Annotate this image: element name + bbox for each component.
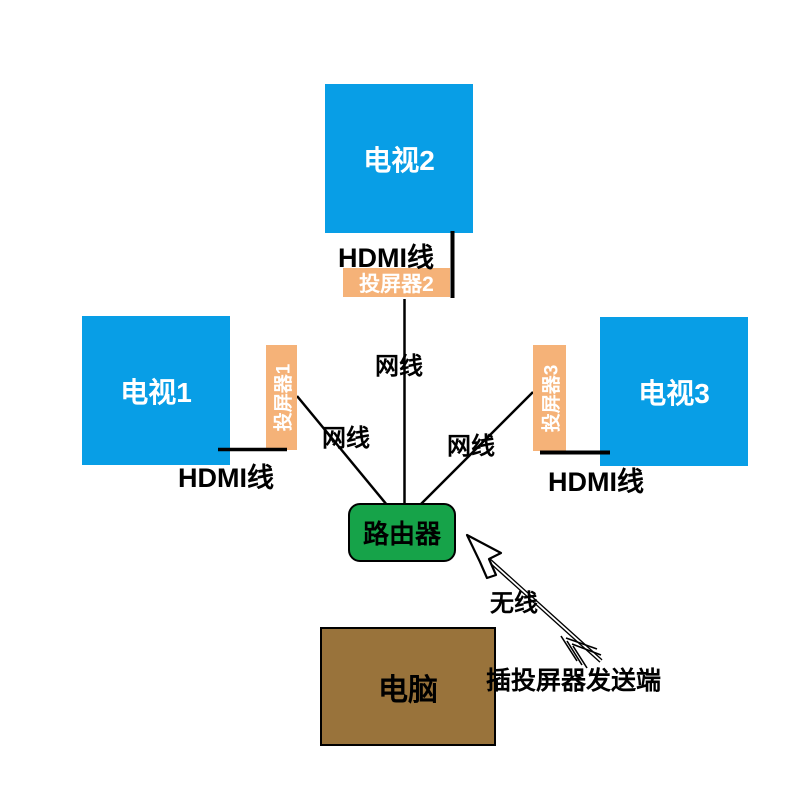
computer-label: 电脑 bbox=[378, 673, 438, 707]
tv2-label: 电视2 bbox=[363, 144, 435, 176]
tv1-label: 电视1 bbox=[120, 376, 192, 408]
hdmi1-label: HDMI线 bbox=[178, 463, 274, 493]
wireless-arrow-fletching-icon bbox=[560, 635, 602, 669]
caster2-box: 投屏器2 bbox=[343, 268, 450, 297]
lan1-label: 网线 bbox=[322, 425, 370, 452]
caster2-label: 投屏器2 bbox=[359, 272, 434, 296]
tv3-label: 电视3 bbox=[638, 377, 710, 409]
tv1-box: 电视1 bbox=[82, 316, 230, 465]
lan-cable-line-3 bbox=[419, 391, 534, 506]
computer-box: 电脑 bbox=[320, 627, 496, 746]
lan-cable-line-1 bbox=[296, 395, 388, 506]
caster3-box: 投屏器3 bbox=[533, 345, 566, 451]
wireless-arrowhead-icon bbox=[465, 533, 503, 580]
caster1-box: 投屏器1 bbox=[266, 345, 297, 450]
tv3-box: 电视3 bbox=[600, 317, 748, 466]
hdmi2-label: HDMI线 bbox=[338, 243, 434, 273]
sender-note-label: 插投屏器发送端 bbox=[486, 667, 662, 695]
router-box: 路由器 bbox=[348, 503, 456, 562]
lan2-label: 网线 bbox=[375, 353, 423, 380]
wireless-label: 无线 bbox=[490, 590, 538, 617]
hdmi3-label: HDMI线 bbox=[548, 467, 644, 497]
router-label: 路由器 bbox=[362, 519, 441, 549]
lan3-label: 网线 bbox=[447, 433, 495, 460]
tv2-box: 电视2 bbox=[325, 84, 473, 233]
